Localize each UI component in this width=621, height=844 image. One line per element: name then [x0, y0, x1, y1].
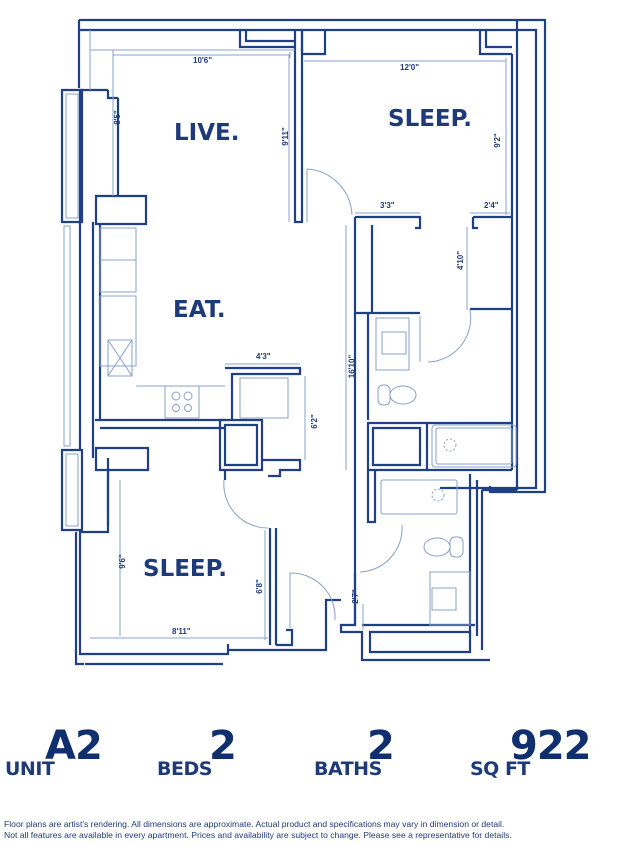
dimension-sleep-secondary-depth-left: 9'6"	[117, 554, 127, 569]
unit-value: A2	[45, 723, 103, 769]
room-label-live: LIVE.	[174, 120, 240, 146]
dimension-closet-left-width: 3'3"	[380, 201, 395, 210]
beds-label: BEDS	[157, 758, 212, 780]
beds-value: 2	[209, 723, 237, 769]
floor-plan: LIVE. SLEEP. EAT. SLEEP. 10'6" 8'5" 9'11…	[60, 18, 547, 666]
dimension-hall-length: 16'10"	[347, 354, 357, 379]
dimension-closet-depth: 4'10"	[456, 250, 466, 271]
room-label-sleep-primary: SLEEP.	[388, 106, 473, 132]
room-label-sleep-secondary: SLEEP.	[143, 556, 228, 582]
sqft-label: SQ FT	[470, 758, 530, 780]
dimension-live-depth-left: 8'5"	[112, 110, 122, 125]
dimension-sleep-primary-depth: 9'2"	[492, 133, 502, 148]
disclaimer-line-2: Not all features are available in every …	[4, 830, 512, 840]
floor-plan-drawing	[60, 18, 547, 666]
dimension-closet-right-width: 2'4"	[484, 201, 499, 210]
room-label-eat: EAT.	[173, 297, 226, 323]
disclaimer: Floor plans are artist's rendering. All …	[4, 819, 621, 841]
dimension-sleep-primary-width: 12'0"	[400, 63, 420, 72]
sqft-value: 922	[510, 723, 591, 769]
baths-label: BATHS	[314, 758, 382, 780]
dimension-laundry-width: 4'3"	[256, 352, 271, 361]
dimension-bath-door: 2'7"	[350, 589, 360, 604]
disclaimer-line-1: Floor plans are artist's rendering. All …	[4, 819, 505, 829]
dimension-sleep-secondary-width: 8'11"	[172, 627, 191, 636]
baths-value: 2	[367, 723, 395, 769]
dimension-live-width: 10'6"	[193, 56, 213, 65]
dimension-live-depth-right: 9'11"	[280, 127, 290, 146]
unit-label: UNIT	[5, 758, 55, 780]
dimension-laundry-depth: 6'2"	[309, 414, 319, 429]
dimension-sleep-secondary-depth-right: 6'8"	[254, 579, 264, 594]
